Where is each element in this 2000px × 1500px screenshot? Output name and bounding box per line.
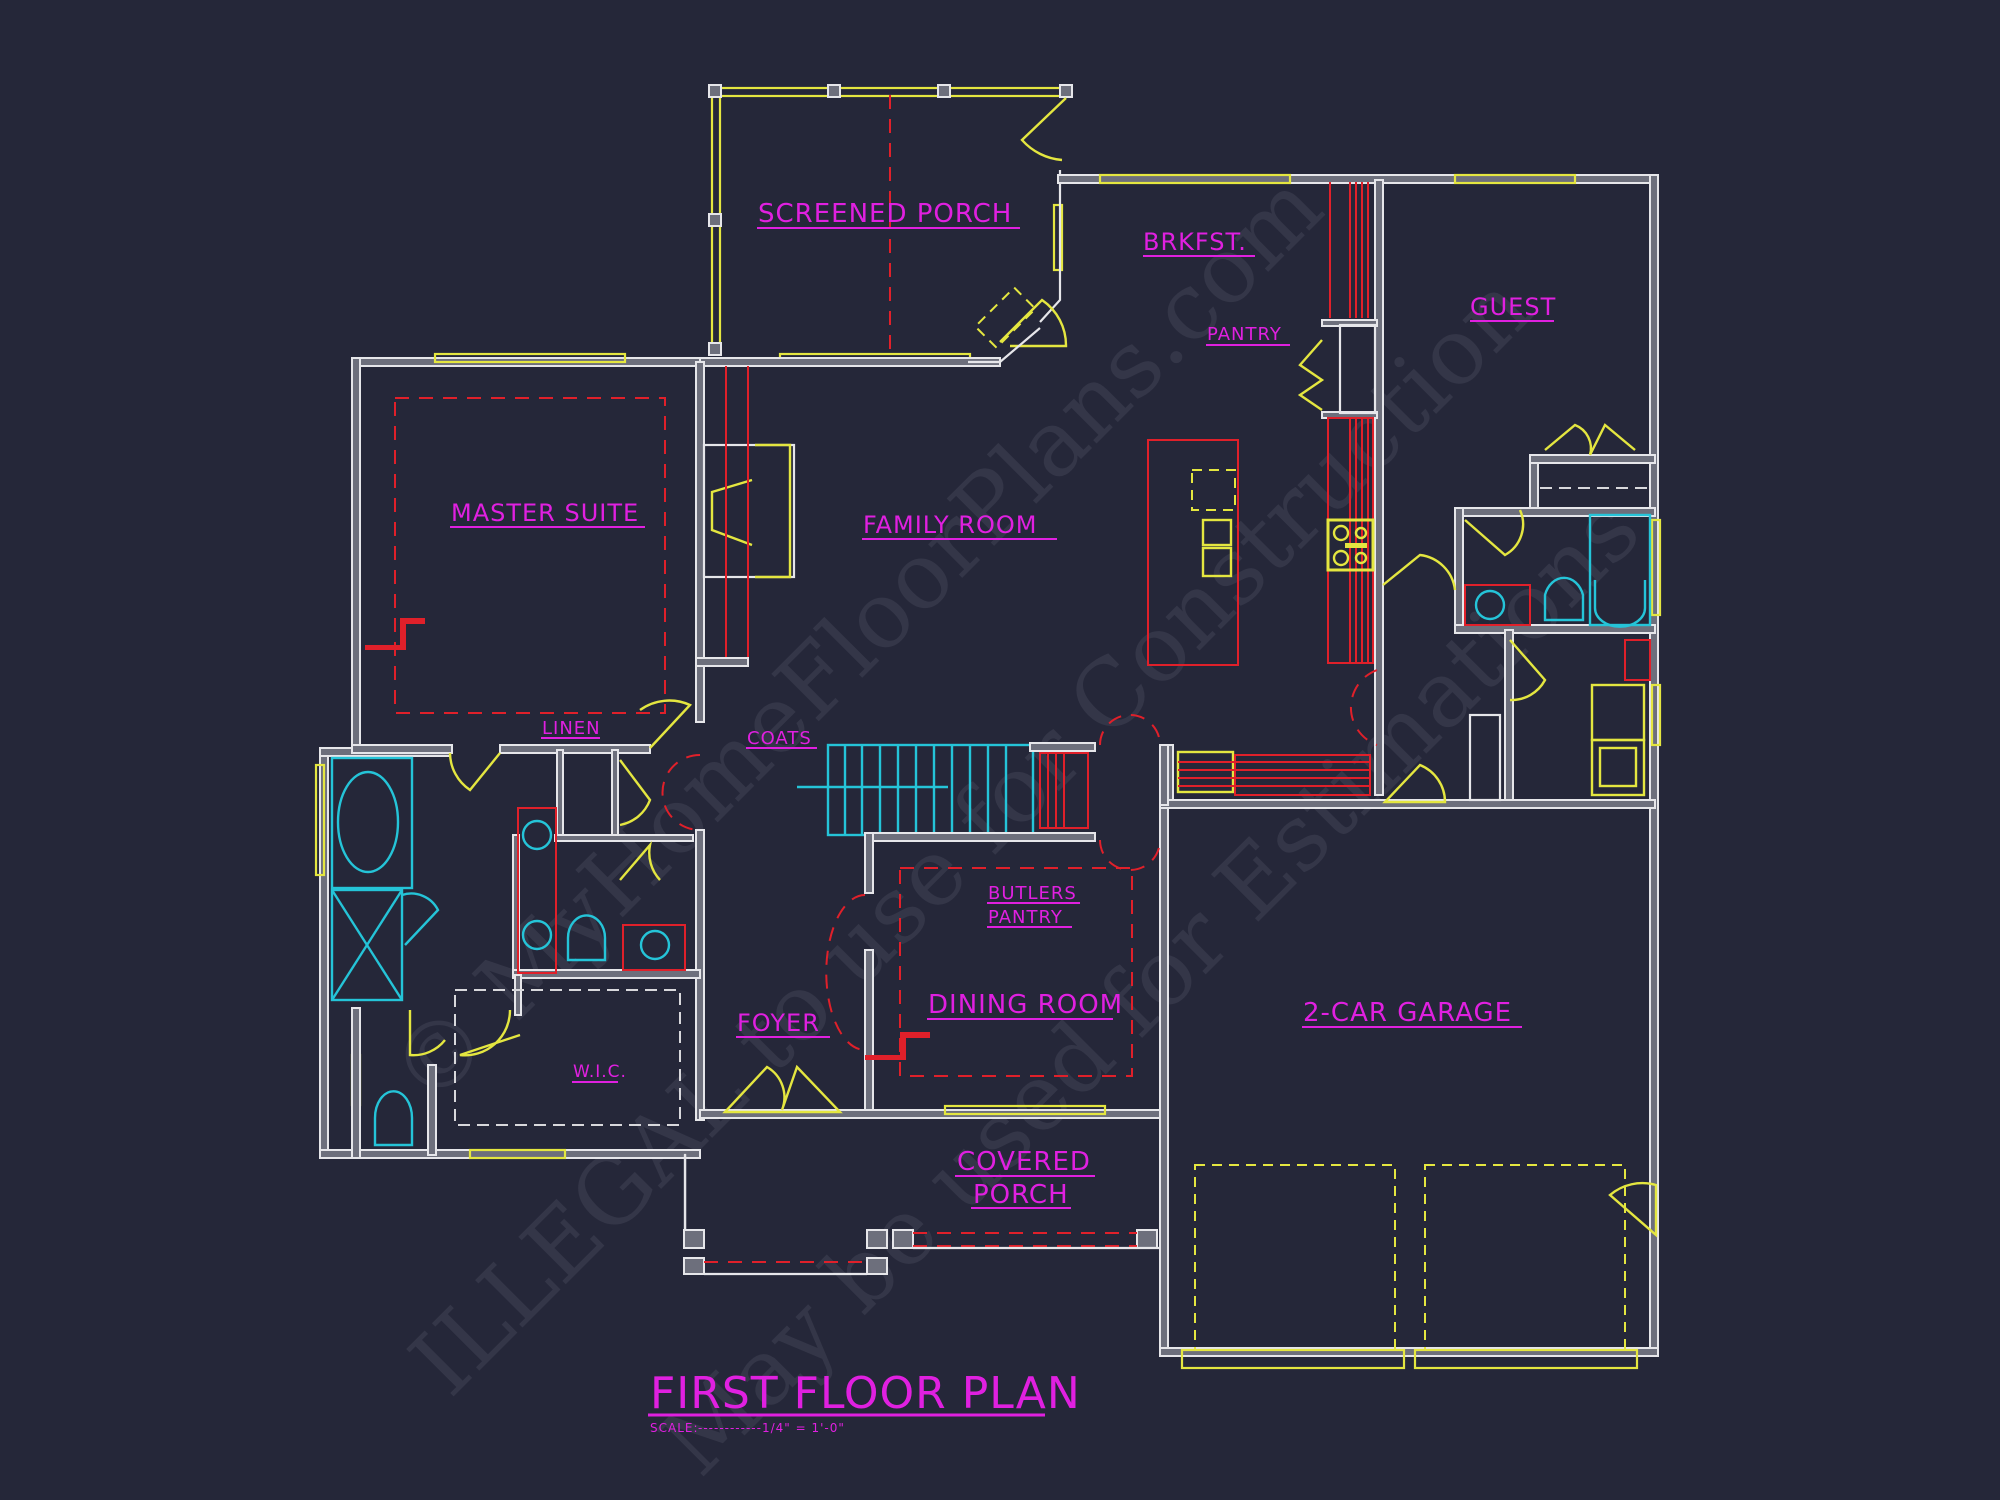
label-wic: W.I.C. <box>573 1062 627 1082</box>
label-guest: GUEST <box>1470 293 1556 321</box>
label-foyer: FOYER <box>737 1009 820 1037</box>
label-master-suite: MASTER SUITE <box>451 499 639 527</box>
label-brkfst: BRKFST. <box>1143 228 1247 256</box>
label-two-car-garage: 2-CAR GARAGE <box>1303 998 1512 1028</box>
label-linen: LINEN <box>542 718 601 739</box>
label-covered-porch-2: PORCH <box>973 1180 1069 1210</box>
label-butlers-pantry-1: BUTLERS <box>988 883 1077 904</box>
interior-walls <box>330 179 1656 1276</box>
label-dining-room: DINING ROOM <box>928 990 1123 1020</box>
screened-porch-structure <box>708 84 1073 364</box>
staircase <box>797 743 1089 837</box>
label-pantry: PANTRY <box>1207 324 1282 345</box>
title-block: FIRST FLOOR PLAN SCALE: ------------1/4"… <box>648 1368 1081 1435</box>
cooktop-icon <box>1326 518 1375 572</box>
label-screened-porch: SCREENED PORCH <box>758 199 1012 229</box>
exterior-walls <box>314 173 1662 1370</box>
label-covered-porch-1: COVERED <box>957 1147 1091 1177</box>
label-coats: COATS <box>747 728 812 749</box>
scale-value: ------------1/4" = 1'-0" <box>698 1421 845 1435</box>
drawing-title: FIRST FLOOR PLAN <box>650 1368 1081 1419</box>
room-labels: SCREENED PORCH BRKFST. PANTRY GUEST MAST… <box>450 199 1556 1210</box>
label-family-room: FAMILY ROOM <box>863 511 1037 539</box>
scale-label: SCALE: <box>650 1421 699 1435</box>
label-butlers-pantry-2: PANTRY <box>988 907 1063 928</box>
